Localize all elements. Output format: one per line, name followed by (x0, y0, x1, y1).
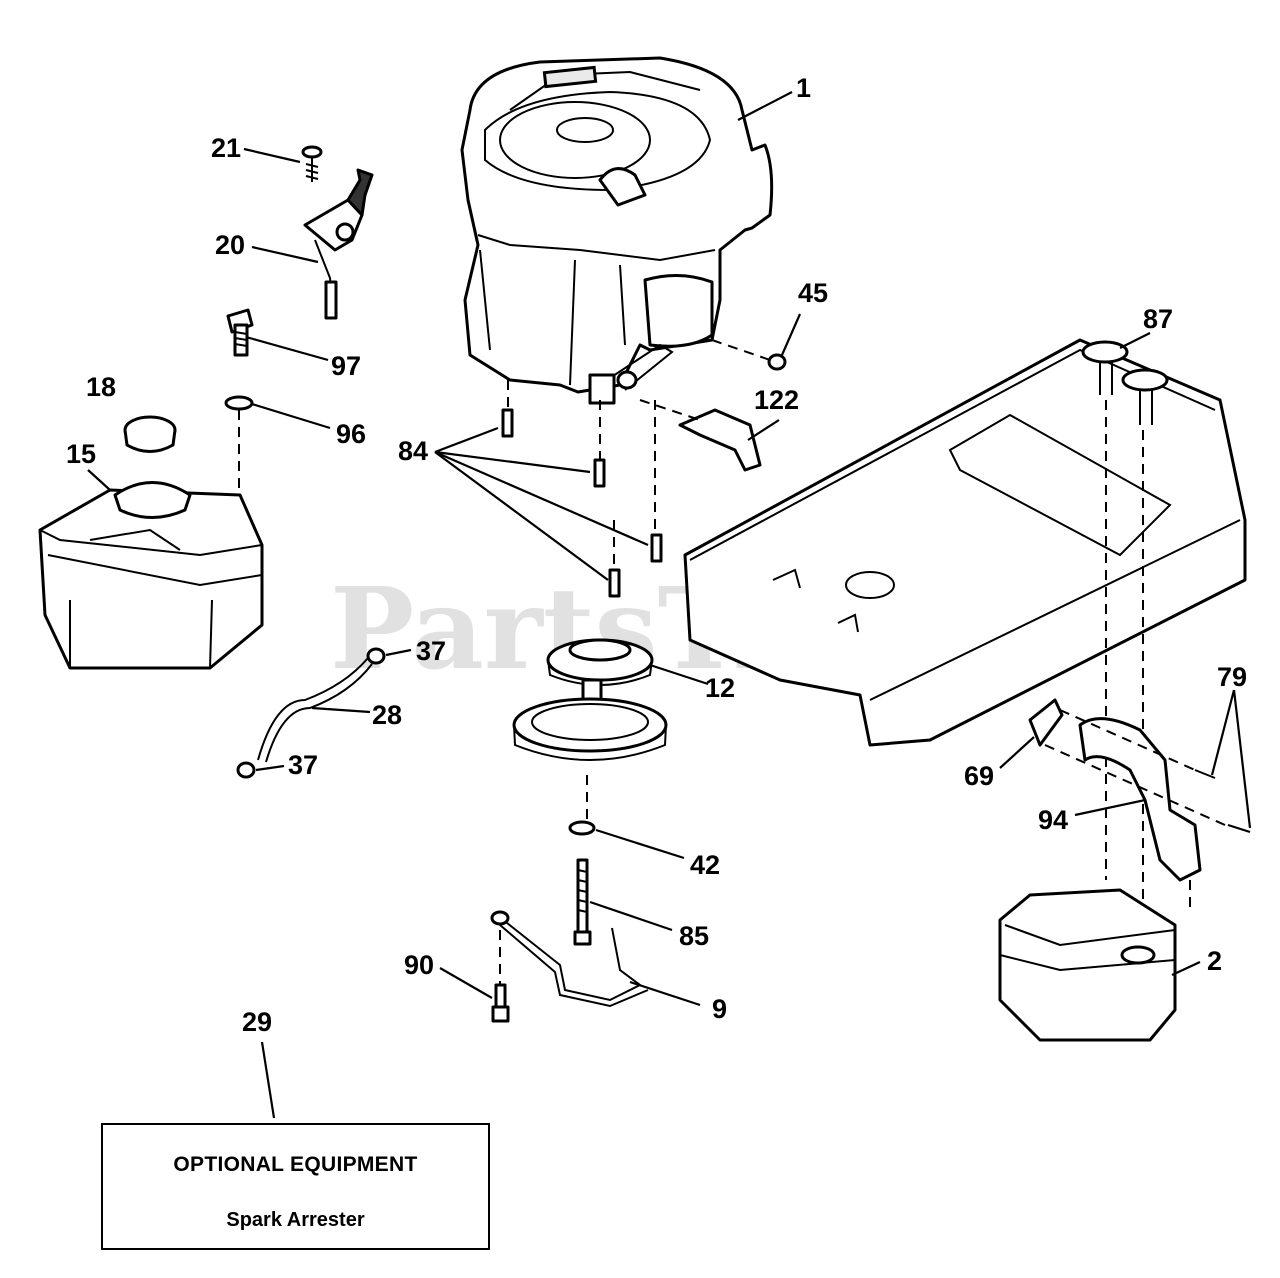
frame-bolts (1081, 340, 1169, 905)
callout-12: 12 (705, 673, 735, 703)
callout-69: 69 (964, 761, 994, 791)
screw-and-washer (224, 308, 254, 575)
callout-122: 122 (754, 385, 799, 415)
callout-94: 94 (1038, 805, 1068, 835)
callout-79: 79 (1217, 662, 1247, 692)
optional-equipment-box: OPTIONAL EQUIPMENT Spark Arrester (101, 1123, 490, 1250)
pulley (512, 638, 668, 820)
callout-90: 90 (404, 950, 434, 980)
washer-and-bolt (568, 820, 596, 946)
callout-9: 9 (712, 994, 727, 1024)
callout-20: 20 (215, 230, 245, 260)
fuel-line (236, 647, 386, 779)
throttle-control (301, 145, 374, 320)
callout-29: 29 (242, 1007, 272, 1037)
exhaust-parts (1028, 698, 1251, 882)
callout-85: 85 (679, 921, 709, 951)
callout-37-upper: 37 (416, 636, 446, 666)
fuel-cap (123, 415, 177, 453)
engine (460, 56, 774, 405)
muffler (998, 880, 1191, 1042)
leader-lines (87, 91, 1252, 1119)
muffler-bracket (490, 910, 649, 1023)
optional-equipment-item: Spark Arrester (226, 1209, 365, 1231)
callout-96: 96 (336, 419, 366, 449)
engine-bolts (501, 380, 663, 598)
callout-2: 2 (1207, 946, 1222, 976)
callout-37-lower: 37 (288, 750, 318, 780)
optional-equipment-title: OPTIONAL EQUIPMENT (173, 1153, 418, 1176)
callout-15: 15 (66, 439, 96, 469)
callout-labels: 1 2 9 12 15 18 20 21 28 29 37 37 42 45 6… (66, 73, 1247, 1037)
callout-45: 45 (798, 278, 828, 308)
callout-97: 97 (331, 351, 361, 381)
callout-28: 28 (372, 700, 402, 730)
callout-87: 87 (1143, 304, 1173, 334)
callout-42: 42 (690, 850, 720, 880)
callout-84: 84 (398, 436, 428, 466)
callout-18: 18 (86, 372, 116, 402)
callout-1: 1 (796, 73, 811, 103)
callout-21: 21 (211, 133, 241, 163)
fuel-tank (38, 481, 264, 670)
nut-and-bracket (639, 339, 787, 472)
